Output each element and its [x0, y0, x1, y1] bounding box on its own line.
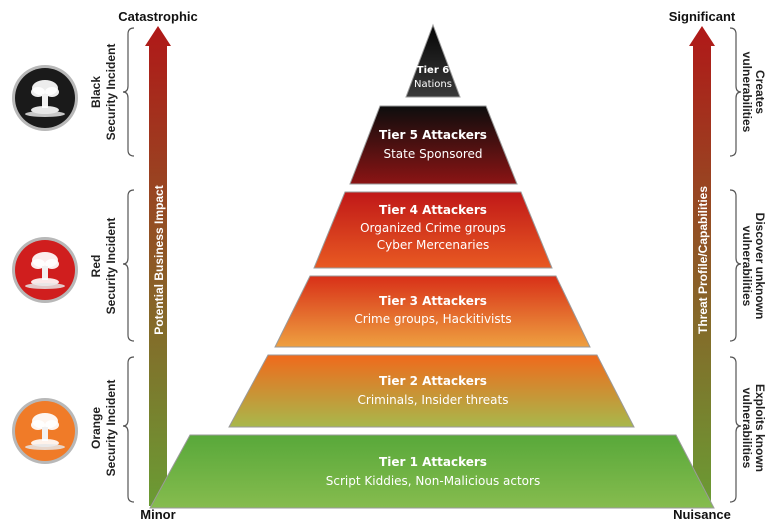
tier-1-title: Tier 1 Attackers	[379, 455, 487, 469]
left-axis-arrow	[145, 26, 171, 506]
tier-2: Tier 2 Attackers Criminals, Insider thre…	[228, 354, 635, 428]
tier-4-title: Tier 4 Attackers	[379, 203, 487, 217]
incident-level-label: Orange	[89, 407, 103, 449]
tier-3: Tier 3 Attackers Crime groups, Hackitivi…	[274, 275, 591, 348]
vuln-line-2: vulnerabilities	[740, 52, 754, 133]
tier-4-line-1: Organized Crime groups	[360, 221, 506, 235]
tier-5: Tier 5 Attackers State Sponsored	[349, 105, 518, 185]
tier-4-shape	[313, 191, 553, 269]
tier-2-title: Tier 2 Attackers	[379, 374, 487, 388]
left-axis-top-label: Catastrophic	[118, 9, 197, 24]
tier-5-title: Tier 5 Attackers	[379, 128, 487, 142]
tier-3-line-1: Crime groups, Hackitivists	[354, 312, 511, 326]
vuln-line-1: Exploits known	[753, 384, 767, 472]
incident-type-label: Security Incident	[104, 44, 118, 141]
left-brace-black	[122, 27, 135, 157]
tier-6-title: Tier 6	[417, 65, 449, 76]
left-brace-red	[122, 189, 135, 342]
right-axis-bottom-label: Nuisance	[673, 507, 731, 522]
tier-4-line-2: Cyber Mercenaries	[377, 238, 489, 252]
mushroom-cloud-red-icon	[12, 237, 78, 303]
tier-6-shape	[405, 23, 461, 98]
vuln-line-2: vulnerabilities	[740, 388, 754, 469]
vuln-discover: Discover unknown vulnerabilities	[740, 213, 767, 320]
right-braces	[729, 27, 742, 503]
right-brace-discover	[729, 189, 742, 342]
left-axis-bottom-label: Minor	[140, 507, 175, 522]
incident-orange: Orange Security Incident	[12, 380, 118, 477]
tier-5-shape	[349, 105, 518, 185]
tier-2-shape	[228, 354, 635, 428]
left-axis: Catastrophic Potential Business Impact M…	[118, 9, 197, 522]
tier-4: Tier 4 Attackers Organized Crime groups …	[313, 191, 553, 269]
right-axis: Significant Threat Profile/Capabilities …	[669, 9, 736, 522]
tier-5-line-1: State Sponsored	[383, 147, 482, 161]
tier-1-shape	[149, 434, 715, 509]
mushroom-cloud-black-icon	[12, 65, 78, 131]
tier-3-shape	[274, 275, 591, 348]
right-brace-creates	[729, 27, 742, 157]
vuln-line-2: vulnerabilities	[740, 226, 754, 307]
vuln-line-1: Creates	[753, 70, 767, 114]
incident-black: Black Security Incident	[12, 44, 118, 141]
incident-level-label: Black	[89, 76, 103, 108]
right-axis-arrow-label: Threat Profile/Capabilities	[696, 186, 710, 334]
tier-1: Tier 1 Attackers Script Kiddies, Non-Mal…	[149, 434, 715, 509]
right-axis-arrow	[689, 26, 715, 506]
incident-type-label: Security Incident	[104, 218, 118, 315]
left-braces	[122, 27, 135, 503]
incident-level-label: Red	[89, 255, 103, 278]
incident-red: Red Security Incident	[12, 218, 118, 315]
mushroom-cloud-orange-icon	[12, 398, 78, 464]
incident-type-label: Security Incident	[104, 380, 118, 477]
vuln-exploits: Exploits known vulnerabilities	[740, 384, 767, 472]
tier-6-line-1: Nations	[414, 79, 452, 90]
left-axis-arrow-label: Potential Business Impact	[152, 185, 166, 334]
tier-2-line-1: Criminals, Insider threats	[358, 393, 509, 407]
left-brace-orange	[122, 356, 135, 503]
right-axis-top-label: Significant	[669, 9, 736, 24]
vuln-line-1: Discover unknown	[753, 213, 767, 320]
tier-3-title: Tier 3 Attackers	[379, 294, 487, 308]
tier-1-line-1: Script Kiddies, Non-Malicious actors	[326, 474, 540, 488]
right-brace-exploits	[729, 356, 742, 503]
tier-6: Tier 6 Nations	[405, 23, 461, 98]
vuln-creates: Creates vulnerabilities	[740, 52, 767, 133]
